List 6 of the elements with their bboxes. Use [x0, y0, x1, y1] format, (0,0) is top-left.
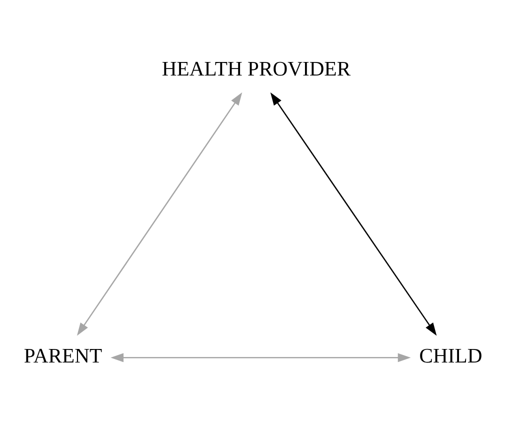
arrow	[76, 92, 242, 336]
node-text: CHILD	[419, 346, 482, 368]
node-text: PARENT	[24, 346, 102, 368]
arrow	[110, 353, 411, 362]
arrow	[270, 92, 437, 336]
node-text: HEALTH PROVIDER	[162, 58, 351, 80]
